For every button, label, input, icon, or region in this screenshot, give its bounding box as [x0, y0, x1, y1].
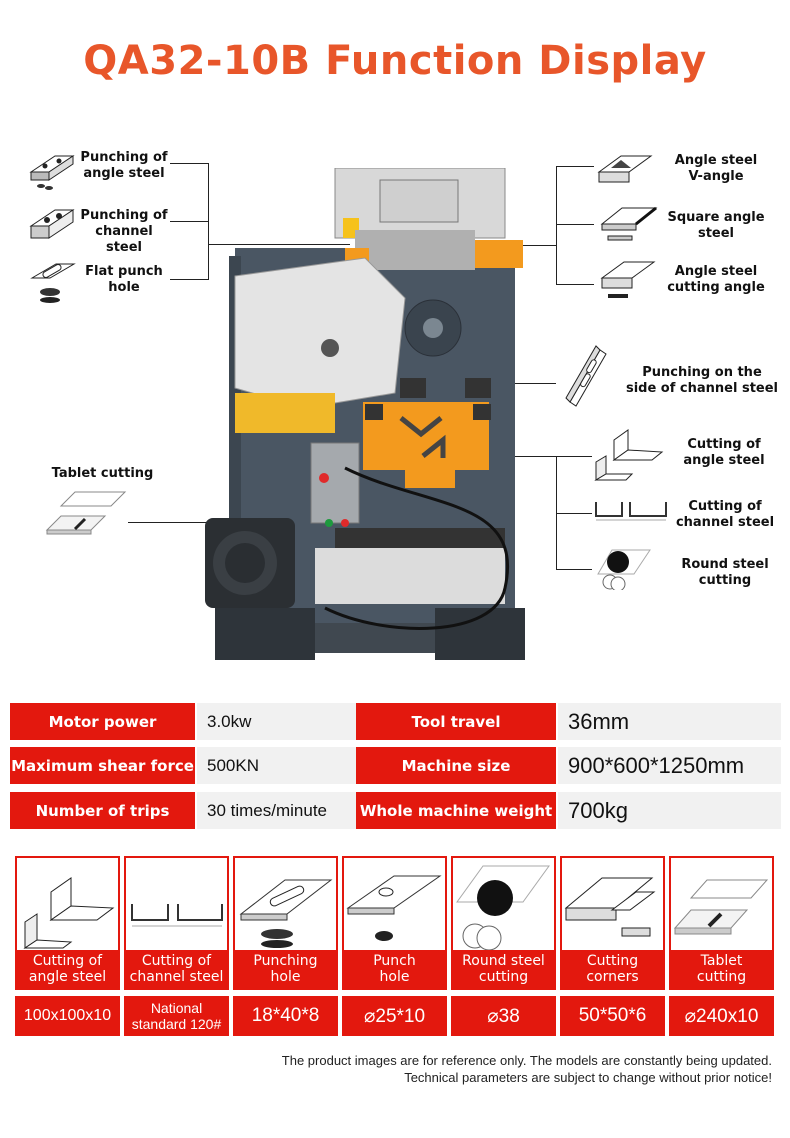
spec-row: Maximum shear force 500KN Machine size 9…: [10, 747, 781, 784]
callout-flat-punch-hole: Flat punch hole: [85, 264, 163, 295]
callout-cutting-angle-steel: Cutting of angle steel: [683, 437, 765, 468]
function-caption: Punching hole: [235, 950, 336, 988]
spec-value: 3.0kw: [197, 703, 356, 740]
leader-line: [556, 569, 592, 570]
angle-cut-icon: [592, 426, 664, 489]
function-param: 50*50*6: [560, 996, 665, 1036]
spec-label: Machine size: [356, 747, 556, 784]
function-param: National standard 120#: [124, 996, 229, 1036]
round-steel-icon: [594, 544, 660, 595]
angle-v-icon: [595, 148, 657, 193]
spec-row: Number of trips 30 times/minute Whole ma…: [10, 792, 781, 829]
leader-line: [128, 522, 228, 523]
callout-punching-angle-steel: Punching of angle steel: [80, 150, 168, 181]
spec-label: Tool travel: [356, 703, 556, 740]
function-card: Cutting of channel steel: [124, 856, 229, 990]
callout-angle-steel-v-angle: Angle steel V-angle: [674, 153, 758, 184]
spec-value: 900*600*1250mm: [558, 747, 781, 784]
function-param: ⌀25*10: [342, 996, 447, 1036]
leader-line: [556, 166, 594, 167]
tablet-cutting-icon: [671, 858, 772, 952]
leader-line: [556, 224, 594, 225]
round-punch-icon: [344, 858, 445, 952]
leader-line: [556, 456, 557, 569]
leader-line: [556, 513, 592, 514]
callout-punching-side-channel-steel: Punching on the side of channel steel: [625, 365, 779, 396]
channel-side-punch-icon: [560, 340, 610, 415]
function-caption: Round steel cutting: [453, 950, 554, 988]
callout-tablet-cutting: Tablet cutting: [51, 466, 154, 481]
slot-punch-icon: [235, 858, 336, 952]
function-param: ⌀240x10: [669, 996, 774, 1036]
function-card: Cutting corners: [560, 856, 665, 990]
function-card: Punch hole: [342, 856, 447, 990]
corner-cut-icon: [562, 858, 663, 952]
callout-square-angle-steel: Square angle steel: [667, 210, 765, 241]
spec-value: 700kg: [558, 792, 781, 829]
leader-line: [556, 166, 557, 284]
function-param: 18*40*8: [233, 996, 338, 1036]
leader-line: [208, 163, 209, 280]
disclaimer-line: The product images are for reference onl…: [281, 1053, 772, 1068]
spec-label: Motor power: [10, 703, 195, 740]
function-caption: Punch hole: [344, 950, 445, 988]
tablet-cutting-icon: [45, 486, 135, 549]
function-card: Tablet cutting: [669, 856, 774, 990]
angle-cutting-icon: [598, 256, 660, 305]
function-card: Cutting of angle steel: [15, 856, 120, 990]
spec-label: Whole machine weight: [356, 792, 556, 829]
leader-line: [556, 456, 592, 457]
callout-punching-channel-steel: Punching of channel steel: [80, 208, 168, 255]
leader-line: [170, 221, 208, 222]
spec-value: 500KN: [197, 747, 356, 784]
channel-steel-punch-icon: [25, 200, 80, 253]
leader-line: [556, 284, 594, 285]
angle-cut-icon: [17, 858, 118, 952]
flat-punch-icon: [28, 258, 78, 308]
function-caption: Cutting of angle steel: [17, 950, 118, 988]
function-caption: Tablet cutting: [671, 950, 772, 988]
function-card: Round steel cutting: [451, 856, 556, 990]
function-param: 100x100x10: [15, 996, 120, 1036]
machine-image: [205, 167, 525, 673]
channel-cut-icon: [592, 496, 670, 529]
channel-cut-icon: [126, 858, 227, 952]
function-caption: Cutting corners: [562, 950, 663, 988]
function-param: ⌀38: [451, 996, 556, 1036]
spec-value: 36mm: [558, 703, 781, 740]
leader-line: [208, 244, 350, 245]
leader-line: [170, 279, 208, 280]
page-title: QA32-10B Function Display: [83, 38, 707, 84]
function-card: Punching hole: [233, 856, 338, 990]
spec-row: Motor power 3.0kw Tool travel 36mm: [10, 703, 781, 740]
square-angle-icon: [598, 200, 660, 249]
spec-value: 30 times/minute: [197, 792, 356, 829]
spec-label: Number of trips: [10, 792, 195, 829]
angle-steel-punch-icon: [25, 142, 80, 197]
callout-cutting-channel-steel: Cutting of channel steel: [675, 499, 775, 530]
leader-line: [486, 383, 556, 384]
callout-round-steel-cutting: Round steel cutting: [681, 557, 769, 588]
leader-line: [170, 163, 208, 164]
spec-label: Maximum shear force: [10, 747, 195, 784]
callout-angle-steel-cutting-angle: Angle steel cutting angle: [667, 264, 765, 295]
disclaimer-line: Technical parameters are subject to chan…: [404, 1070, 772, 1085]
round-steel-icon: [453, 858, 554, 952]
function-caption: Cutting of channel steel: [126, 950, 227, 988]
